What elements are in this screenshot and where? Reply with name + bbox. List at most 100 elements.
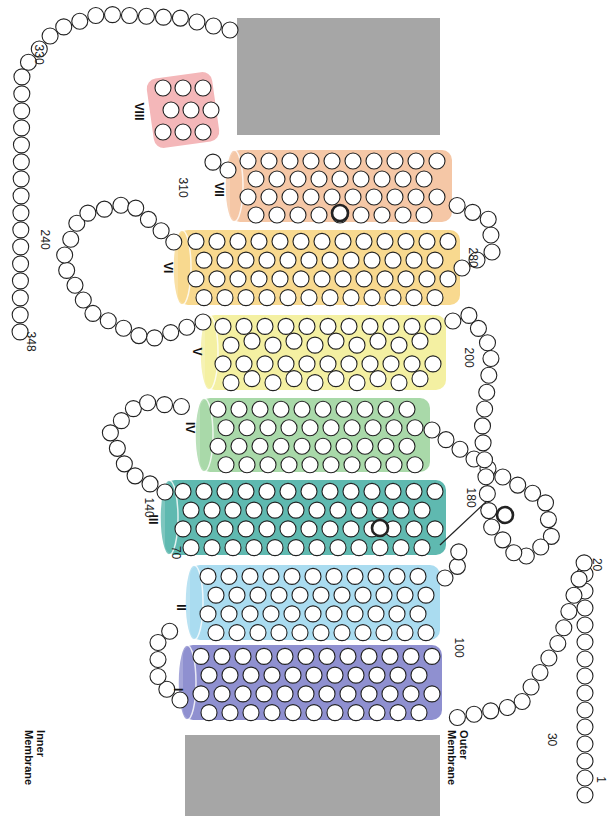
residue-circle bbox=[368, 568, 384, 584]
residue-circle bbox=[414, 502, 430, 518]
residue-circle bbox=[411, 667, 427, 683]
residue-circle bbox=[577, 719, 593, 735]
residue-circle bbox=[280, 521, 296, 537]
residue-circle bbox=[440, 233, 456, 249]
residue-circle bbox=[566, 587, 582, 603]
residue-circle bbox=[449, 710, 465, 726]
residue-circle bbox=[495, 532, 511, 548]
residue-circle bbox=[57, 247, 73, 263]
residue-circle bbox=[336, 438, 352, 454]
residue-circle bbox=[395, 207, 411, 223]
residue-circle bbox=[322, 521, 338, 537]
residue-circle bbox=[260, 457, 276, 473]
residue-circle bbox=[571, 571, 587, 587]
helix-number: VI bbox=[161, 262, 174, 273]
residue-circle bbox=[223, 337, 239, 353]
residue-circle bbox=[425, 356, 441, 372]
residue-number: 180 bbox=[463, 488, 476, 508]
residue-number: 240 bbox=[37, 230, 50, 250]
residue-circle bbox=[236, 356, 252, 372]
residue-circle bbox=[298, 648, 314, 664]
residue-circle bbox=[109, 440, 125, 456]
residue-circle bbox=[477, 401, 493, 417]
residue-circle bbox=[407, 457, 423, 473]
residue-number: 100 bbox=[451, 638, 464, 658]
residue-circle bbox=[330, 540, 346, 556]
residue-circle bbox=[125, 401, 141, 417]
residue-circle bbox=[13, 205, 29, 221]
residue-circle bbox=[397, 625, 413, 641]
residue-circle bbox=[314, 271, 330, 287]
residue-circle bbox=[13, 188, 29, 204]
residue-circle bbox=[257, 356, 273, 372]
residue-circle bbox=[419, 233, 435, 249]
residue-circle bbox=[327, 705, 343, 721]
residue-circle bbox=[264, 705, 280, 721]
residue-circle bbox=[351, 540, 367, 556]
residue-circle bbox=[344, 420, 360, 436]
residue-circle bbox=[369, 667, 385, 683]
residue-circle bbox=[324, 153, 340, 169]
residue-circle bbox=[319, 648, 335, 664]
residue-circle bbox=[479, 335, 495, 351]
residue-circle bbox=[311, 171, 327, 187]
residue-circle bbox=[288, 502, 304, 518]
residue-circle bbox=[263, 606, 279, 622]
residue-circle bbox=[309, 540, 325, 556]
residue-circle bbox=[398, 271, 414, 287]
residue-circle bbox=[246, 502, 262, 518]
residue-circle bbox=[307, 375, 323, 391]
residue-circle bbox=[42, 28, 58, 44]
residue-circle bbox=[286, 333, 302, 349]
residue-circle bbox=[366, 189, 382, 205]
residue-circle bbox=[343, 483, 359, 499]
membrane-label: Outer Membrane bbox=[446, 730, 470, 794]
residue-circle bbox=[217, 252, 233, 268]
residue-circle bbox=[196, 252, 212, 268]
residue-circle bbox=[238, 483, 254, 499]
residue-circle bbox=[235, 648, 251, 664]
residue-circle bbox=[366, 153, 382, 169]
residue-circle bbox=[175, 124, 191, 140]
residue-circle bbox=[215, 318, 231, 334]
residue-circle bbox=[306, 667, 322, 683]
residue-circle bbox=[475, 418, 491, 434]
residue-circle bbox=[196, 290, 212, 306]
residue-circle bbox=[257, 318, 273, 334]
residue-circle bbox=[200, 568, 216, 584]
residue-circle bbox=[172, 10, 188, 26]
residue-circle bbox=[285, 667, 301, 683]
residue-circle bbox=[533, 539, 549, 555]
residue-circle bbox=[278, 356, 294, 372]
residue-circle bbox=[183, 502, 199, 518]
residue-circle bbox=[246, 540, 262, 556]
residue-circle bbox=[105, 7, 121, 23]
residue-circle bbox=[334, 625, 350, 641]
residue-circle bbox=[175, 483, 191, 499]
residue-number: 1 bbox=[593, 777, 606, 784]
residue-circle bbox=[251, 233, 267, 249]
residue-circle bbox=[541, 650, 557, 666]
residue-circle bbox=[345, 153, 361, 169]
residue-circle bbox=[301, 290, 317, 306]
residue-circle bbox=[188, 271, 204, 287]
residue-circle bbox=[269, 207, 285, 223]
residue-circle bbox=[336, 401, 352, 417]
residue-circle bbox=[163, 325, 179, 341]
residue-circle bbox=[385, 290, 401, 306]
residue-circle bbox=[240, 153, 256, 169]
residue-circle bbox=[418, 587, 434, 603]
residue-circle bbox=[298, 686, 314, 702]
residue-circle bbox=[479, 486, 495, 502]
residue-circle bbox=[214, 686, 230, 702]
residue-circle bbox=[362, 318, 378, 334]
residue-circle bbox=[196, 521, 212, 537]
residue-circle bbox=[577, 685, 593, 701]
residue-circle bbox=[183, 540, 199, 556]
helix-group bbox=[145, 71, 220, 150]
residue-circle bbox=[523, 679, 539, 695]
residue-circle bbox=[506, 545, 522, 561]
residue-circle bbox=[556, 620, 572, 636]
residue-circle bbox=[327, 667, 343, 683]
helix-number: I bbox=[171, 688, 184, 691]
